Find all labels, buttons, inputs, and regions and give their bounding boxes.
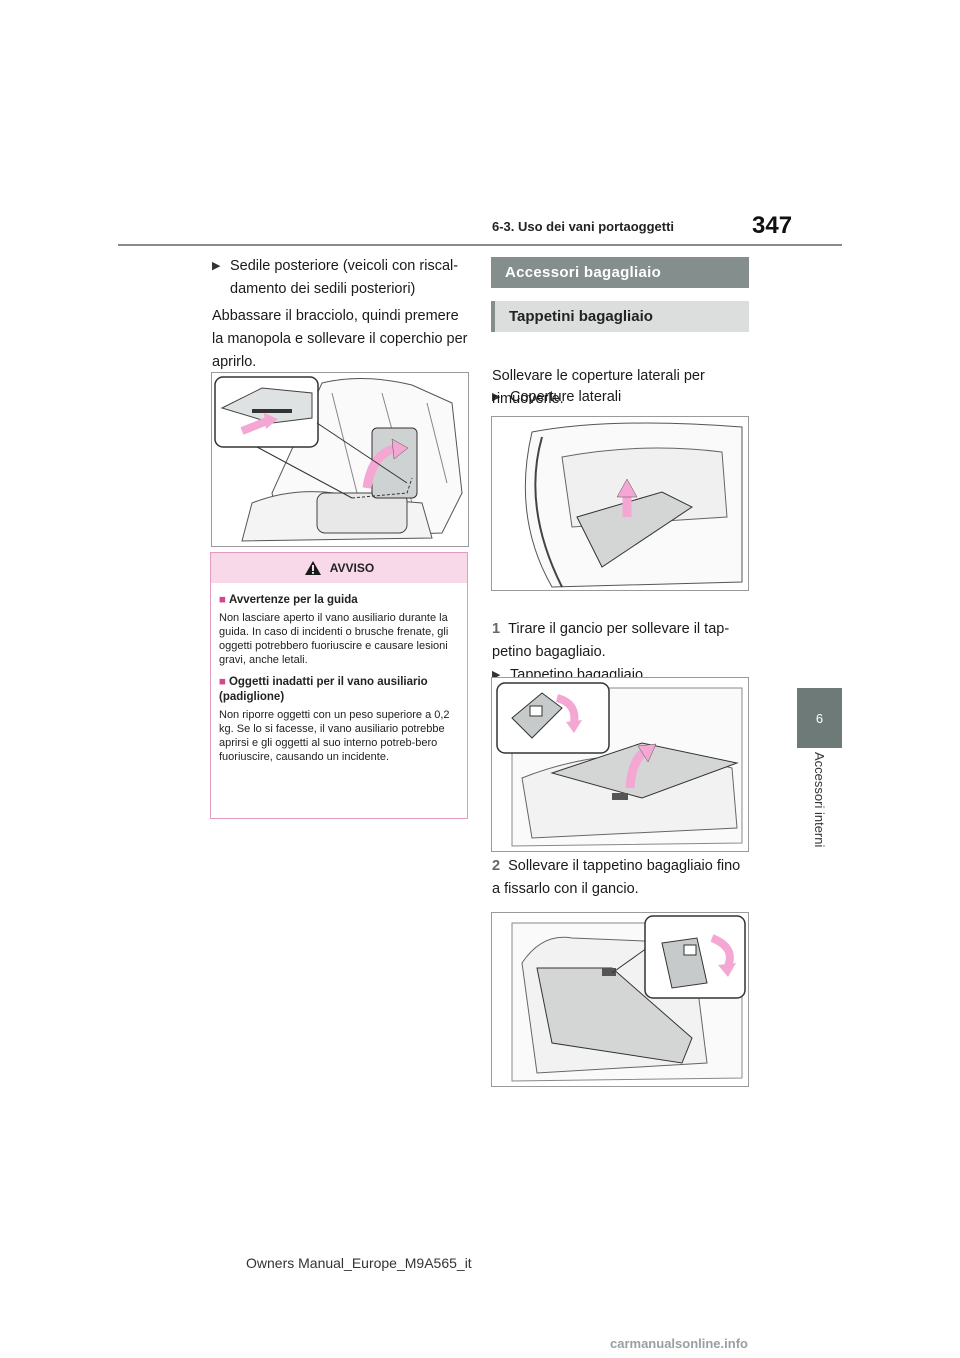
section-heading: Accessori bagagliaio [491, 257, 749, 288]
step-number: 2 [492, 858, 501, 874]
step-number: 1 [492, 621, 501, 637]
triangle-right-icon: ▶ [492, 669, 501, 681]
warning-item-heading: ■Avvertenze per la guida [219, 594, 358, 606]
watermark: carmanualsonline.info [610, 1336, 748, 1351]
instruction-paragraph: Sollevare le coperture laterali per rimu… [492, 368, 705, 407]
warning-header: AVVISO [211, 553, 467, 583]
armrest-illustration [211, 372, 469, 547]
subsection-heading: Tappetini bagagliaio [491, 301, 749, 332]
triangle-right-icon: ▶ [212, 260, 221, 272]
bullet-text: Sedile posteriore (veicoli con riscal-da… [230, 258, 459, 297]
mat-lift-illustration [491, 677, 749, 852]
instruction-paragraph: Abbassare il bracciolo, quindi premere l… [212, 308, 468, 370]
bullet-text: Coperture laterali [510, 389, 622, 405]
header-divider [118, 244, 842, 246]
footer-text: Owners Manual_Europe_M9A565_it [246, 1255, 472, 1271]
chapter-number: 6 [815, 710, 824, 726]
warning-item-text: Non riporre oggetti con un peso superior… [219, 709, 450, 763]
mat-hook-illustration [491, 912, 749, 1087]
warning-triangle-icon [304, 561, 321, 575]
warning-title: AVVISO [329, 561, 375, 575]
square-bullet-icon: ■ [219, 676, 226, 688]
bullet-rear-seat: ▶ Sedile posteriore (veicoli con riscal-… [212, 255, 486, 301]
step-text: Sollevare il tappetino bagagliaio fino a… [492, 858, 741, 897]
page-number: 347 [752, 212, 793, 239]
chapter-label: Accessori interni [812, 752, 827, 848]
chapter-tab[interactable]: 6 [797, 688, 842, 748]
triangle-right-icon: ▶ [492, 391, 501, 403]
square-bullet-icon: ■ [219, 594, 226, 606]
warning-item-text: Non lasciare aperto il vano ausiliario d… [219, 612, 449, 666]
warning-item-heading: ■Oggetti inadatti per il vano ausiliario… [219, 676, 428, 703]
warning-box: AVVISO ■Avvertenze per la guida Non lasc… [210, 552, 468, 819]
step-text: Tirare il gancio per sollevare il tap-pe… [492, 621, 730, 660]
side-cover-illustration [491, 416, 749, 591]
section-title: 6-3. Uso dei vani portaoggetti [492, 219, 675, 234]
bullet-side-covers: ▶ Coperture laterali [492, 386, 766, 409]
